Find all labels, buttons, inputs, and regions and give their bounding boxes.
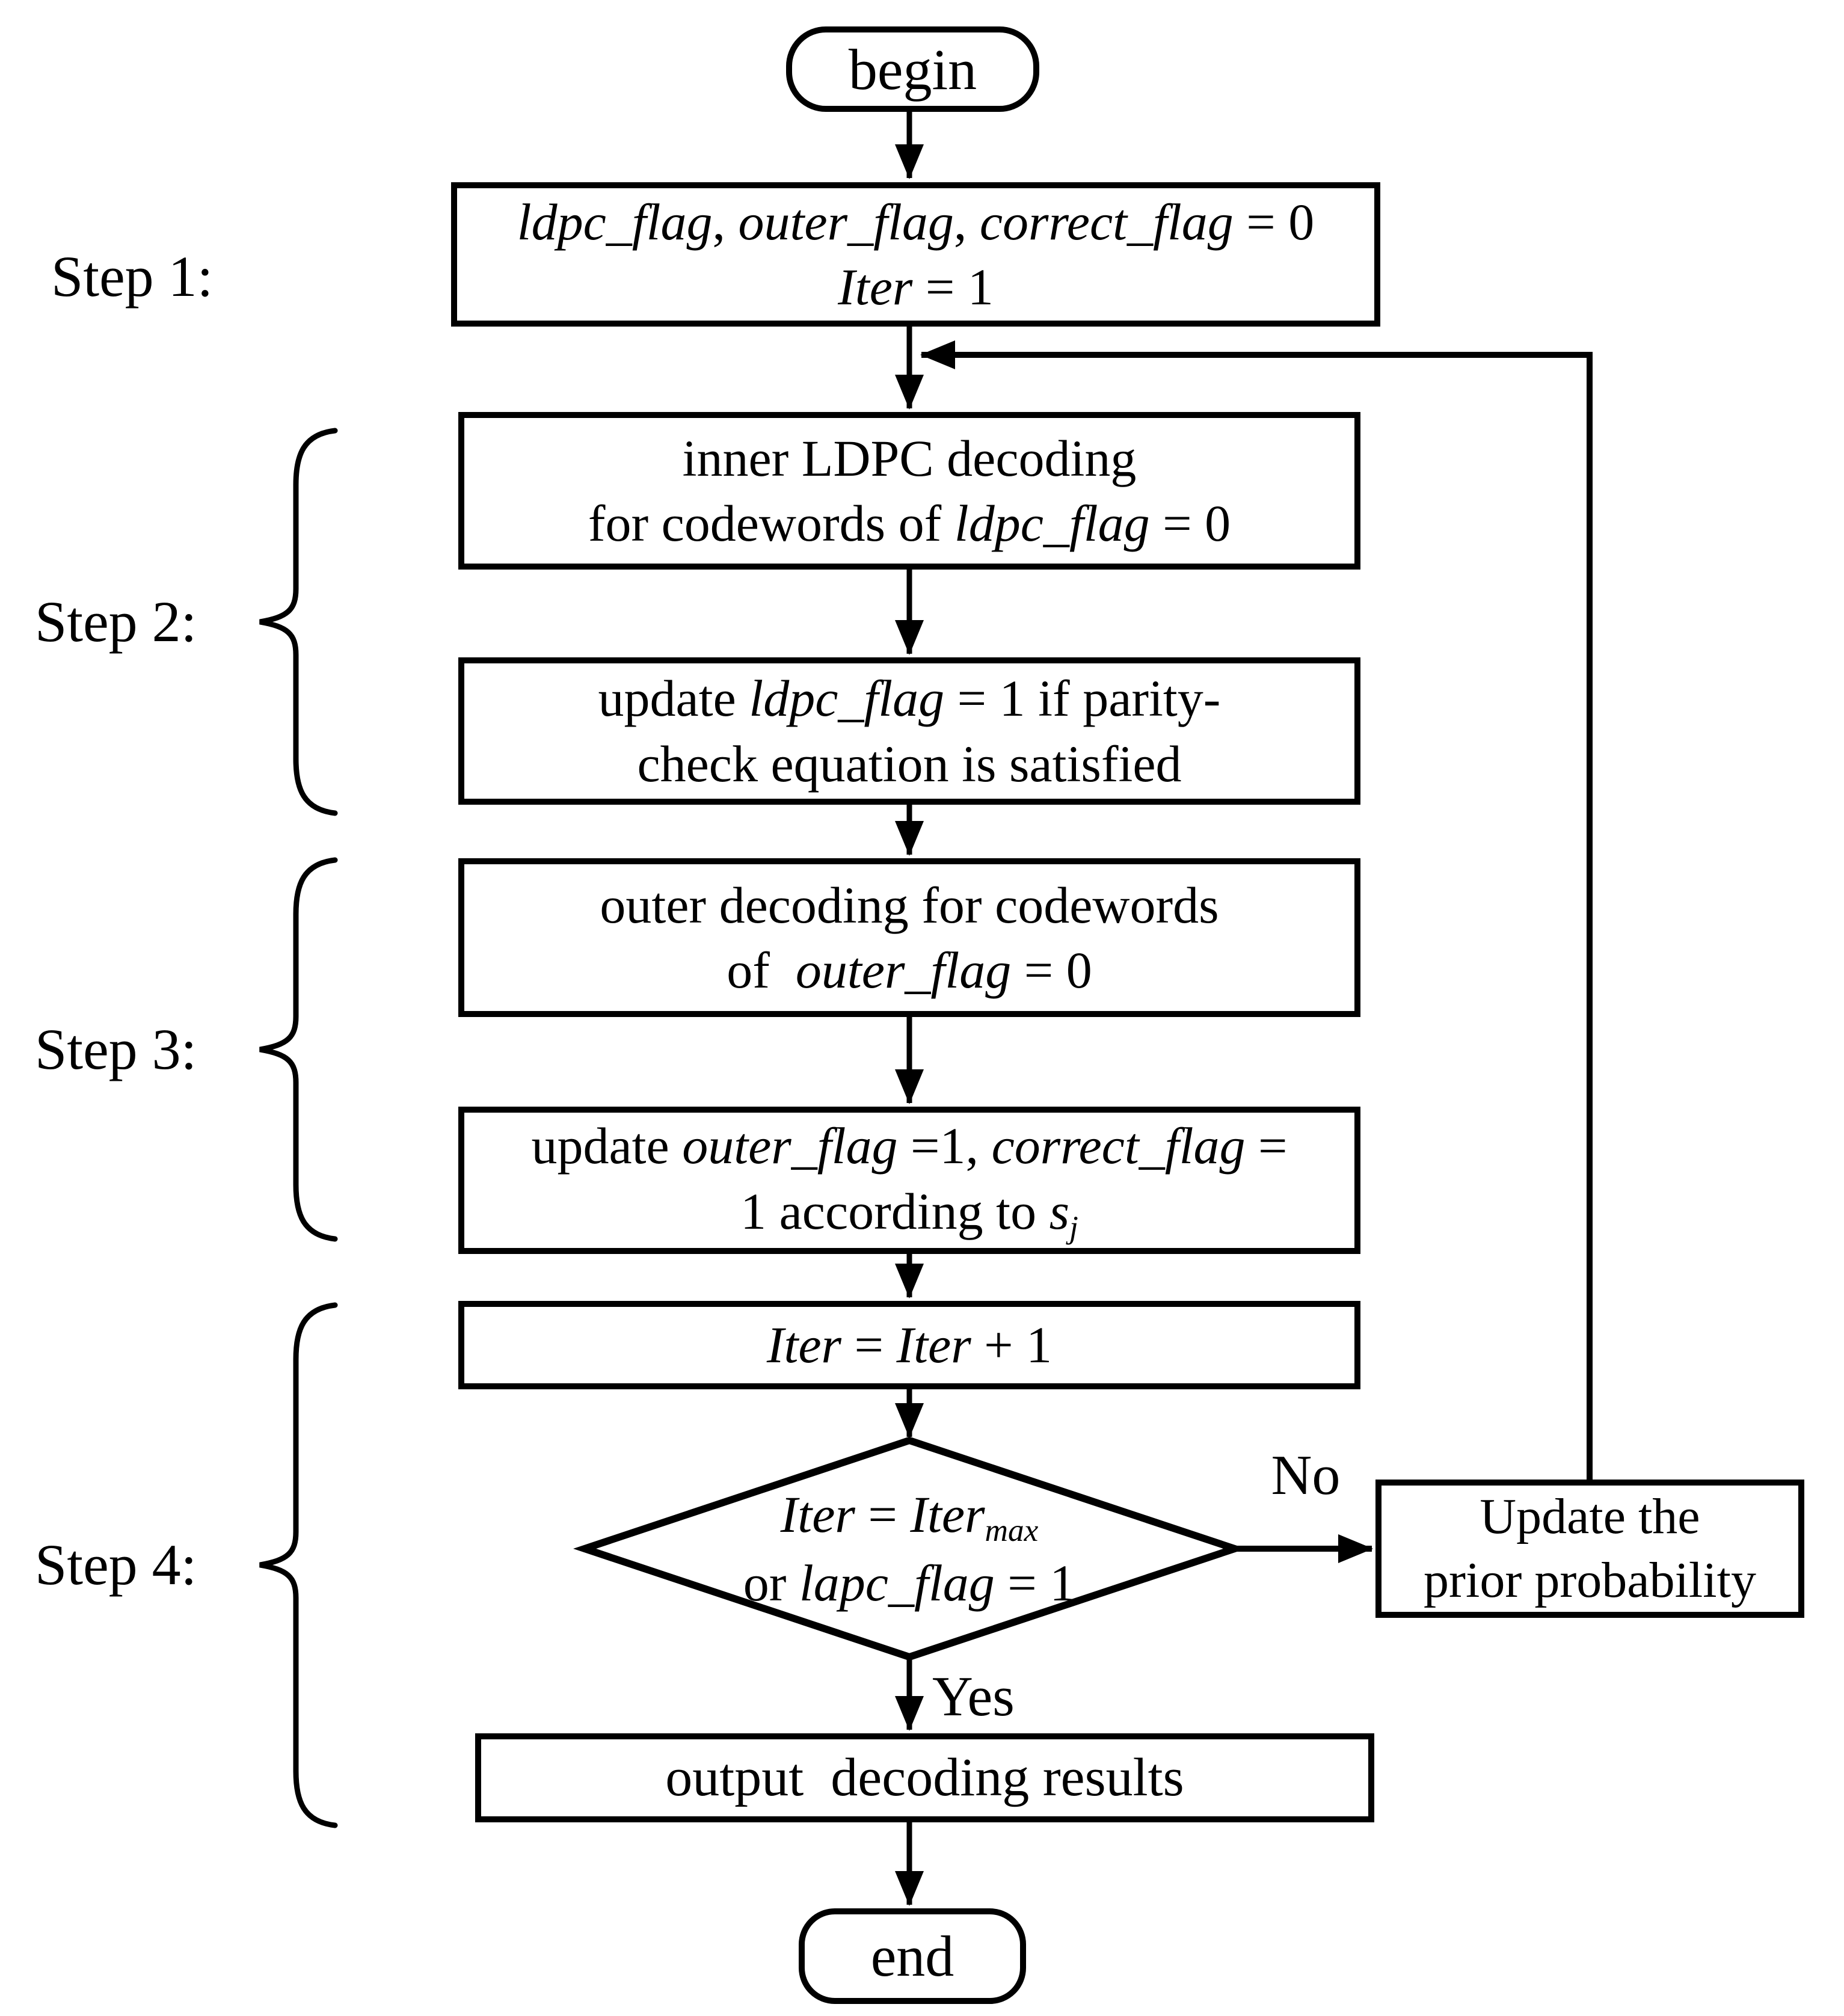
step2-brace <box>259 428 338 816</box>
step-1-label: Step 1: <box>51 244 214 309</box>
end-label: end <box>870 1924 954 1988</box>
step-3-label: Step 3: <box>35 1017 197 1081</box>
end-terminal: end <box>799 1908 1026 2004</box>
no-branch-label: No <box>1271 1444 1341 1507</box>
step4-brace <box>259 1302 338 1828</box>
begin-terminal: begin <box>786 26 1039 112</box>
feedback-loop-arrow <box>920 340 1593 1480</box>
output-results-box: output decoding results <box>475 1733 1374 1822</box>
yes-branch-label: Yes <box>932 1665 1015 1728</box>
update-outer-flag-box: update outer_flag =1, correct_flag =1 ac… <box>458 1107 1360 1254</box>
step3-brace <box>259 857 338 1242</box>
step-2-label: Step 2: <box>35 589 197 654</box>
step-4-label: Step 4: <box>35 1532 197 1597</box>
update-ldpc-flag-box: update ldpc_flag = 1 if parity-check equ… <box>458 657 1360 805</box>
increment-iter-box: Iter = Iter + 1 <box>458 1301 1360 1389</box>
begin-label: begin <box>848 37 977 102</box>
decision-diamond-shape <box>573 1436 1247 1661</box>
